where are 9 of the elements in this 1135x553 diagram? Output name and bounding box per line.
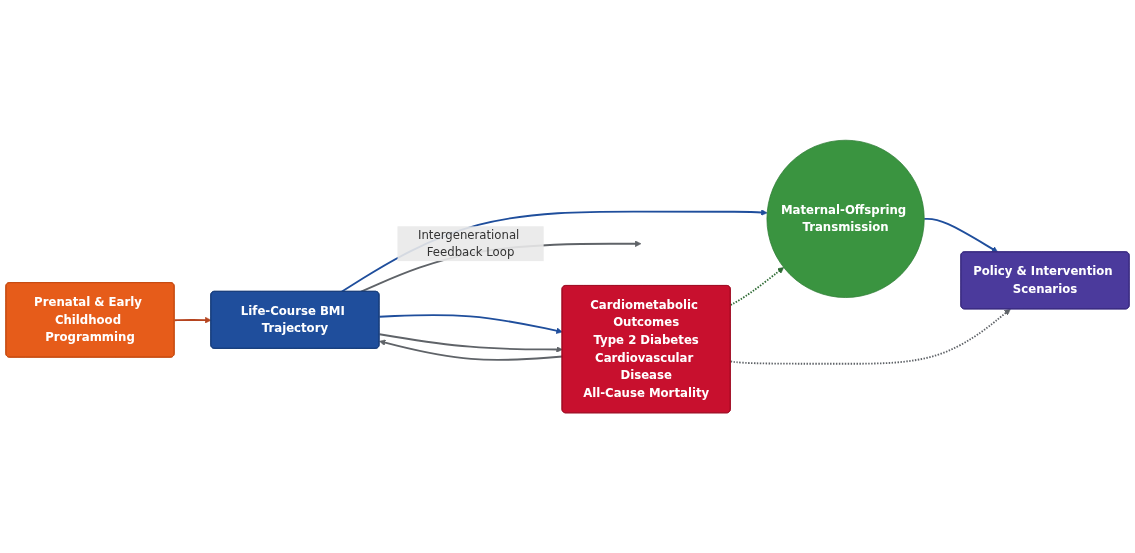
arrow xyxy=(378,314,563,334)
arrow xyxy=(379,339,564,361)
arrow xyxy=(729,308,1011,365)
arrow xyxy=(923,217,999,253)
edge-label: Intergenerational Feedback Loop xyxy=(417,227,520,260)
arrow xyxy=(729,267,784,306)
arrow xyxy=(378,333,563,353)
node-circle: Maternal-Offspring Transmission xyxy=(766,139,925,298)
arrow xyxy=(173,316,212,324)
